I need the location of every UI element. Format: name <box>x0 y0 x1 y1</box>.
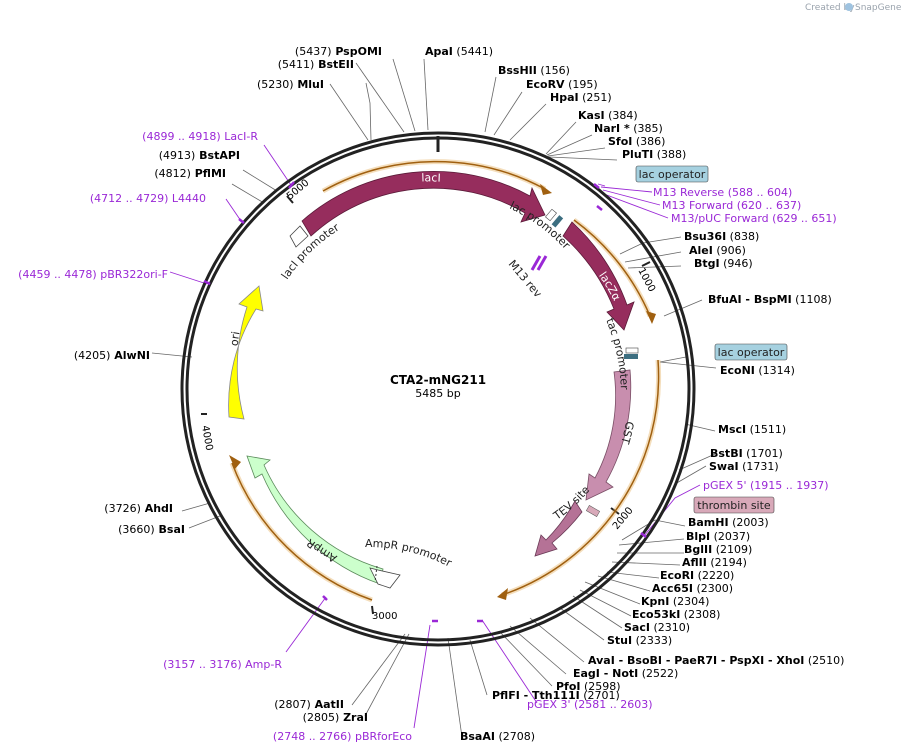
enzyme-ecorv[interactable]: EcoRV (195) <box>526 78 598 91</box>
primer-pbr322ori-f[interactable]: (4459 .. 4478) pBR322ori-F <box>18 268 168 281</box>
orf-arrowheads <box>229 184 656 600</box>
feature-lacI-promoter[interactable] <box>289 225 309 248</box>
enzyme-labels: (5437) PspOMI(5411) BstEII (5230) MluI (49… <box>74 45 845 743</box>
enzyme-aflii[interactable]: AflII (2194) <box>682 556 747 569</box>
enzyme-alei[interactable]: AleI (906) <box>689 244 746 257</box>
enzyme-kpni[interactable]: KpnI (2304) <box>641 595 709 608</box>
enzyme-eco53ki[interactable]: Eco53kI (2308) <box>632 608 720 621</box>
label-GST: GST <box>618 420 636 445</box>
feature-lacZa[interactable] <box>562 221 635 331</box>
feature-SUMO[interactable] <box>534 500 583 557</box>
enzyme-avai[interactable]: AvaI - BsoBI - PaeR7I - PspXI - XhoI (25… <box>588 654 844 667</box>
plasmid-name: CTA2-mNG211 <box>390 373 486 387</box>
primer-labels: (4899 .. 4918) LacI-R (4712 .. 4729) L444… <box>18 130 837 743</box>
enzyme-bsu36i[interactable]: Bsu36I (838) <box>684 230 759 243</box>
enzyme-bsteii[interactable]: (5411) BstEII <box>278 58 354 71</box>
enzyme-aatii[interactable]: (2807) AatII <box>274 698 344 711</box>
enzyme-msci[interactable]: MscI (1511) <box>718 423 786 436</box>
tick-4000: 4000 <box>199 425 214 452</box>
enzyme-nari[interactable]: NarI * (385) <box>594 122 663 135</box>
primer-m13-reverse[interactable]: M13 Reverse (588 .. 604) <box>653 186 792 199</box>
enzyme-ahdi[interactable]: (3726) AhdI <box>104 502 173 515</box>
enzyme-pspomi[interactable]: (5437) PspOMI <box>295 45 382 58</box>
enzyme-bglii[interactable]: BglII (2109) <box>684 543 752 556</box>
enzyme-bfuai[interactable]: BfuAI - BspMI (1108) <box>708 293 832 306</box>
enzyme-bsaai[interactable]: BsaAI (2708) <box>460 730 535 743</box>
watermark: Created by SnapGene <box>805 3 902 13</box>
leader-lines <box>151 58 717 738</box>
svg-text:SnapGene: SnapGene <box>855 3 902 13</box>
enzyme-swai[interactable]: SwaI (1731) <box>709 460 779 473</box>
enzyme-bstapi[interactable]: (4913) BstAPI <box>159 149 240 162</box>
enzyme-bsai[interactable]: (3660) BsaI <box>118 523 185 536</box>
enzyme-bstbi[interactable]: BstBI (1701) <box>710 447 783 460</box>
M13-rev-marker <box>530 255 548 271</box>
enzyme-hpai[interactable]: HpaI (251) <box>550 91 612 104</box>
primer-marks <box>203 181 647 623</box>
primer-pbrforeco[interactable]: (2748 .. 2766) pBRforEco <box>273 730 412 743</box>
label-ori: ori <box>228 330 243 346</box>
svg-text:lac operator: lac operator <box>718 346 785 359</box>
primer-amp-r[interactable]: (3157 .. 3176) Amp-R <box>163 658 282 671</box>
label-AmpR-promoter: AmpR promoter <box>365 537 454 570</box>
feature-AmpR-promoter[interactable] <box>369 567 401 589</box>
lac-operator-box-1[interactable]: lac operator <box>635 165 709 183</box>
enzyme-alwni[interactable]: (4205) AlwNI <box>74 349 150 362</box>
enzyme-apai[interactable]: ApaI (5441) <box>425 45 493 58</box>
svg-text:lac operator: lac operator <box>639 168 706 181</box>
primer-laci-r[interactable]: (4899 .. 4918) LacI-R <box>142 130 258 143</box>
primer-m13puc-forward[interactable]: M13/pUC Forward (629 .. 651) <box>671 212 837 225</box>
enzyme-acc65i[interactable]: Acc65I (2300) <box>652 582 733 595</box>
tick-marks <box>201 195 651 615</box>
enzyme-pflmi[interactable]: (4812) PflMI <box>154 167 226 180</box>
enzyme-pflfi[interactable]: PflFI - Tth111I (2701) <box>492 689 620 702</box>
thrombin-site-box[interactable]: thrombin site <box>693 496 775 514</box>
feature-AmpR[interactable] <box>246 455 384 585</box>
primer-pgex3[interactable]: pGEX 3' (2581 .. 2603) <box>527 698 653 711</box>
enzyme-saci[interactable]: SacI (2310) <box>624 621 690 634</box>
tac-operator-marker <box>624 347 639 359</box>
enzyme-mlui[interactable]: (5230) MluI <box>257 78 324 91</box>
feature-ori[interactable] <box>228 285 264 420</box>
enzyme-kasi[interactable]: KasI (384) <box>578 109 638 122</box>
label-lacI: lacI <box>421 171 441 184</box>
enzyme-blpi[interactable]: BlpI (2037) <box>686 530 750 543</box>
lac-operator-marker <box>545 208 564 228</box>
enzyme-stui[interactable]: StuI (2333) <box>607 634 672 647</box>
enzyme-econi[interactable]: EcoNI (1314) <box>720 364 795 377</box>
enzyme-ecori[interactable]: EcoRI (2220) <box>660 569 734 582</box>
enzyme-pluti[interactable]: PluTI (388) <box>622 148 686 161</box>
lac-operator-box-2[interactable]: lac operator <box>714 343 788 361</box>
ampr-promoter-dash <box>374 565 378 583</box>
enzyme-btgi[interactable]: BtgI (946) <box>694 257 753 270</box>
svg-text:Created by: Created by <box>805 3 855 13</box>
feature-GST[interactable] <box>585 369 632 501</box>
orf-arrows-line <box>231 160 660 601</box>
primer-pgex5[interactable]: pGEX 5' (1915 .. 1937) <box>703 479 829 492</box>
svg-text:thrombin site: thrombin site <box>697 499 771 512</box>
enzyme-bamhi[interactable]: BamHI (2003) <box>688 516 769 529</box>
backbone-outer <box>180 131 696 647</box>
TEV-marker <box>585 505 601 517</box>
plasmid-length: 5485 bp <box>415 387 460 400</box>
enzyme-eagi[interactable]: EagI - NotI (2522) <box>573 667 678 680</box>
tick-3000: 3000 <box>372 611 397 622</box>
enzyme-sfoi[interactable]: SfoI (386) <box>608 135 665 148</box>
enzyme-bsshii[interactable]: BssHII (156) <box>498 64 570 77</box>
feature-lacI[interactable] <box>301 171 546 237</box>
label-M13-rev: M13 rev <box>506 258 545 301</box>
enzyme-pfoi[interactable]: PfoI (2598) <box>556 680 621 693</box>
primer-l4440[interactable]: (4712 .. 4729) L4440 <box>90 192 206 205</box>
enzyme-zrai[interactable]: (2805) ZraI <box>303 711 368 724</box>
primer-m13-forward[interactable]: M13 Forward (620 .. 637) <box>662 199 801 212</box>
